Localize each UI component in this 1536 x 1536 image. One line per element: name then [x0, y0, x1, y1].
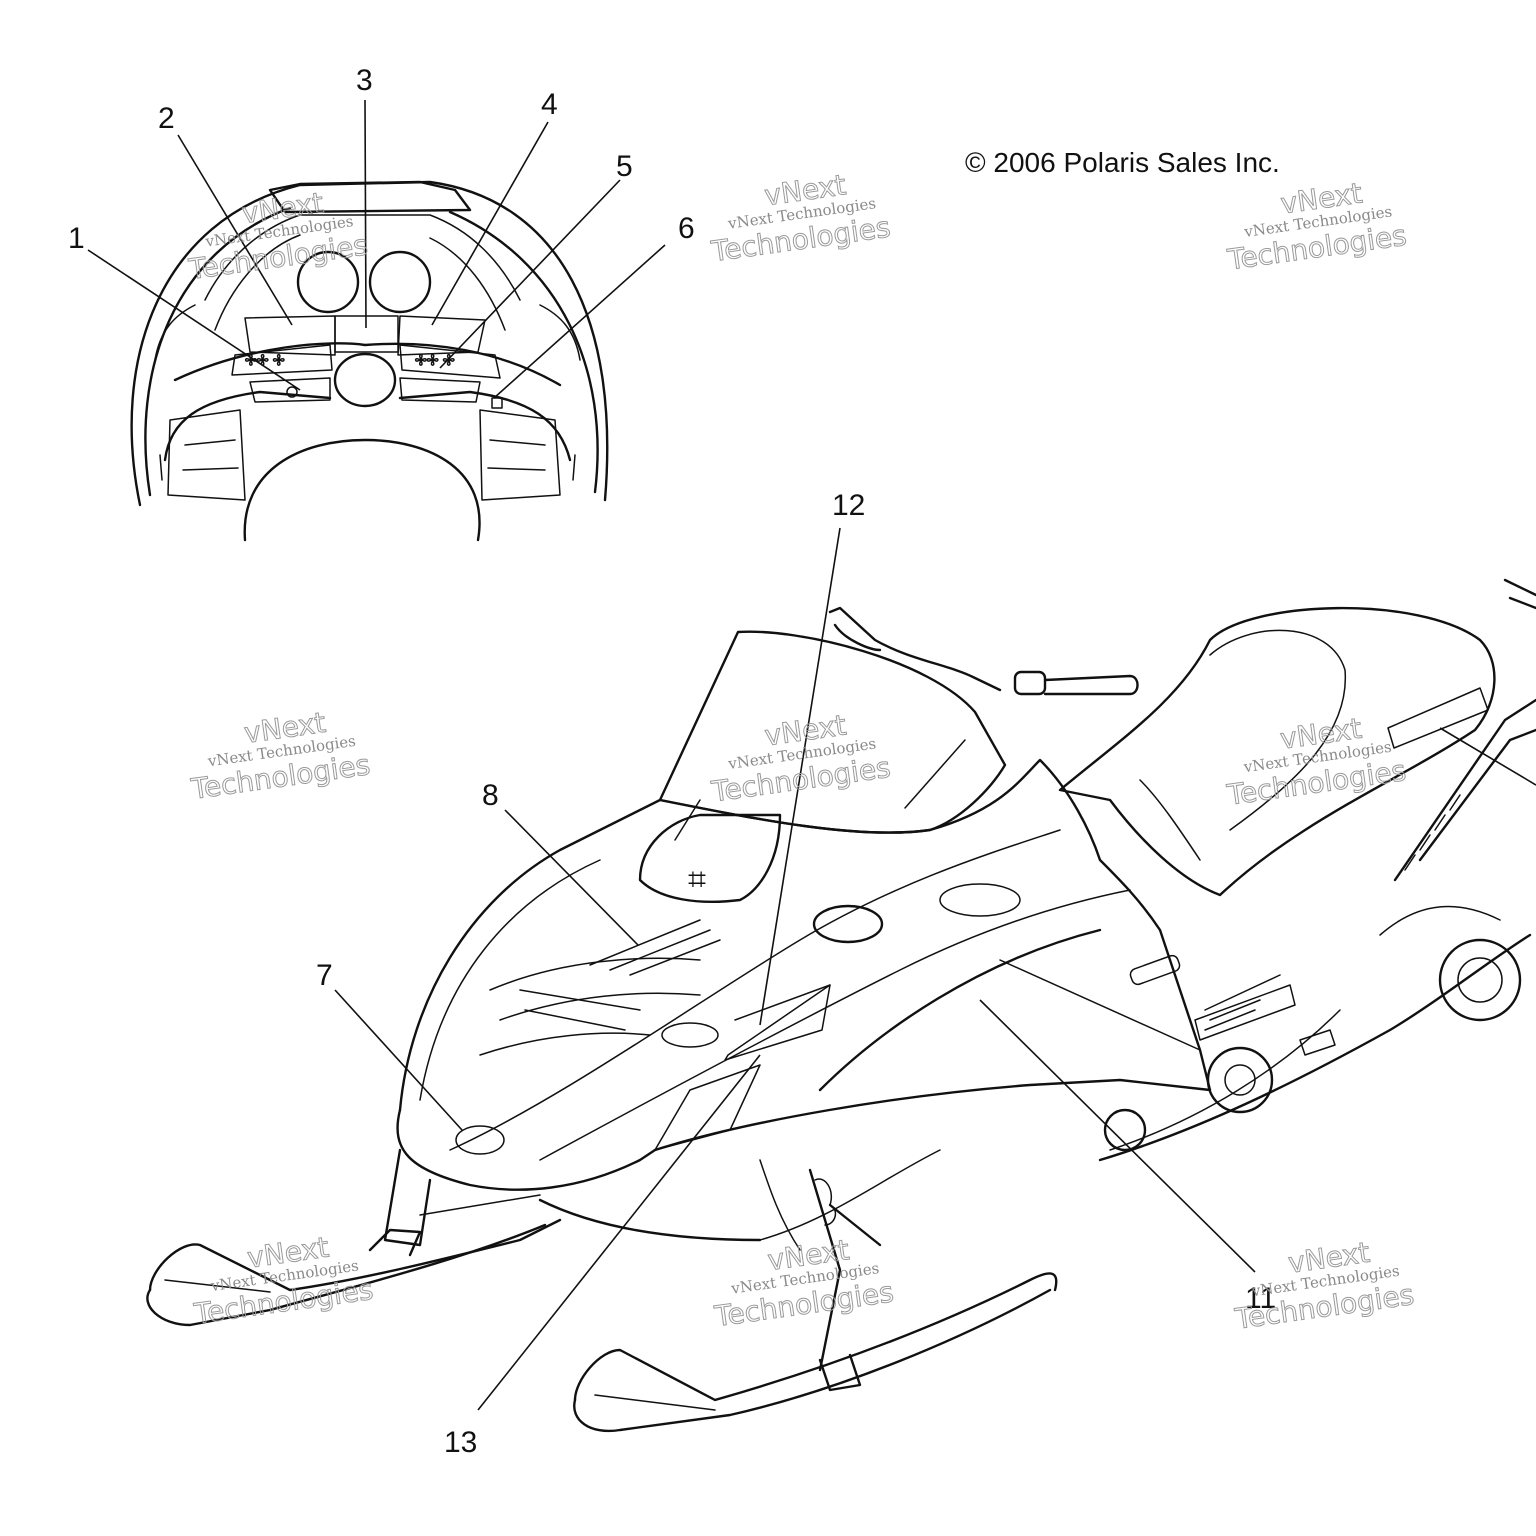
svg-text:✢✢ ✢: ✢✢ ✢ — [245, 353, 285, 369]
callout-13: 13 — [444, 1426, 477, 1459]
watermark: vNext vNext Technologies Technologies — [186, 186, 371, 287]
copyright-notice: © 2006 Polaris Sales Inc. — [965, 147, 1280, 178]
watermarks: vNext vNext Technologies Technologies vN… — [186, 168, 1417, 1337]
callout-6: 6 — [678, 212, 695, 245]
leader-lines — [87, 99, 1536, 1411]
watermark: vNext vNext Technologies Technologies — [708, 708, 893, 809]
callout-8: 8 — [482, 779, 499, 812]
watermark: vNext vNext Technologies Technologies — [711, 1233, 896, 1334]
callout-12: 12 — [832, 489, 865, 522]
hood-dash-inset: ✢✢ ✢ ✢✢ ✢ — [130, 180, 609, 542]
callout-1: 1 — [68, 222, 85, 255]
watermark: vNext vNext Technologies Technologies — [191, 1230, 376, 1331]
callout-4: 4 — [541, 88, 558, 121]
callout-11: 11 — [1245, 1282, 1276, 1315]
watermark: vNext vNext Technologies Technologies — [1232, 1235, 1417, 1336]
watermark: vNext vNext Technologies Technologies — [188, 705, 373, 806]
watermark: vNext vNext Technologies Technologies — [708, 168, 893, 269]
svg-text:✢✢ ✢: ✢✢ ✢ — [415, 353, 455, 369]
callout-5: 5 — [616, 150, 633, 183]
callout-7: 7 — [316, 959, 333, 992]
snowmobile-drawing: ⌗ — [146, 578, 1536, 1433]
svg-text:⌗: ⌗ — [688, 860, 706, 898]
callout-labels: 1 2 3 4 5 6 7 8 11 12 13 — [68, 64, 1276, 1459]
callout-3: 3 — [356, 64, 373, 97]
watermark: vNext vNext Technologies Technologies — [1224, 176, 1409, 277]
watermark: vNext vNext Technologies Technologies — [1224, 711, 1409, 812]
callout-2: 2 — [158, 102, 175, 135]
